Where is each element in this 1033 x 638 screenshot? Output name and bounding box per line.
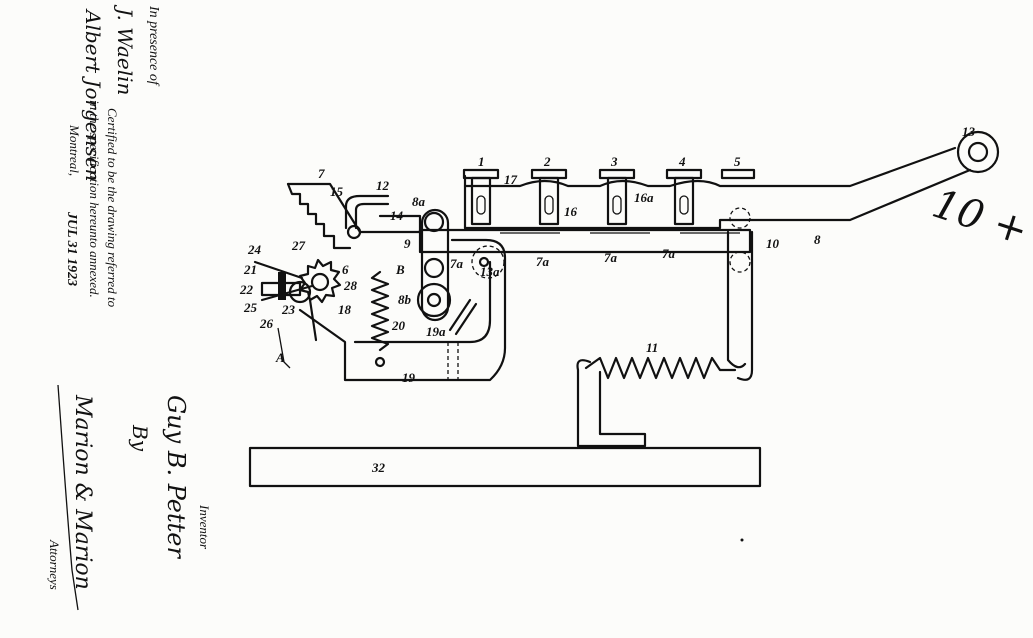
- label-22: 22: [239, 282, 254, 297]
- signature-flourish: [57, 384, 79, 611]
- handwritten-annotation: 10 +: [927, 181, 1033, 255]
- label-7a-4: 7a: [662, 246, 676, 261]
- label-28: 28: [343, 278, 358, 293]
- label-10: 10: [766, 236, 780, 251]
- label-8b: 8b: [398, 292, 412, 307]
- label-13a: 13a: [480, 264, 500, 279]
- label-7: 7: [318, 166, 325, 181]
- witness-signature-1: J. Waelin: [113, 4, 137, 95]
- certificate-place: Montreal,: [67, 124, 82, 176]
- inventor-by: By: [128, 424, 152, 452]
- spring-20: [370, 270, 390, 352]
- label-27: 27: [291, 238, 306, 253]
- certificate-date-stamp: JUL 31 1923: [64, 211, 79, 286]
- label-B: B: [395, 262, 405, 277]
- reference-numerals: 1 2 3 4 5 6 7 8 9 10 11 12 13 14 15 16 1…: [239, 124, 976, 475]
- label-17: 17: [504, 172, 518, 187]
- label-16a: 16a: [634, 190, 654, 205]
- label-26: 26: [259, 316, 274, 331]
- label-7a-3: 7a: [604, 250, 618, 265]
- label-1: 1: [478, 154, 485, 169]
- label-3: 3: [610, 154, 618, 169]
- label-21: 21: [243, 262, 257, 277]
- certificate-block: Certified to be the drawing referred to …: [64, 100, 120, 308]
- label-24: 24: [247, 242, 262, 257]
- base-plate: [248, 446, 762, 488]
- label-18: 18: [338, 302, 352, 317]
- attorneys-signature: Marion & Marion: [70, 394, 95, 590]
- vertical-link: [416, 208, 505, 322]
- key-bar: [462, 146, 972, 230]
- label-2: 2: [543, 154, 551, 169]
- label-19a: 19a: [426, 324, 446, 339]
- pulley-13: [956, 130, 1000, 174]
- label-13: 13: [962, 124, 976, 139]
- label-4: 4: [678, 154, 686, 169]
- label-A: A: [275, 350, 285, 365]
- label-7a-2: 7a: [536, 254, 550, 269]
- label-16: 16: [564, 204, 578, 219]
- witness-signature-2: Albert Jorgensen: [81, 8, 105, 182]
- label-8a: 8a: [412, 194, 426, 209]
- lower-frame-19: [298, 238, 507, 382]
- label-14: 14: [390, 208, 404, 223]
- label-32: 32: [371, 460, 386, 475]
- label-8: 8: [814, 232, 821, 247]
- attorneys-label: Attorneys: [47, 539, 62, 590]
- label-25: 25: [243, 300, 258, 315]
- inventor-name: Guy B. Petter: [162, 395, 190, 559]
- label-5: 5: [734, 154, 741, 169]
- label-7a-1: 7a: [450, 256, 464, 271]
- right-link: [726, 207, 754, 381]
- label-20: 20: [391, 318, 406, 333]
- label-9: 9: [404, 236, 411, 251]
- label-12: 12: [376, 178, 390, 193]
- label-19: 19: [402, 370, 416, 385]
- inventor-label: Inventor: [197, 504, 212, 550]
- witness-heading: In presence of: [146, 5, 161, 87]
- ratchet-wheel: [253, 258, 342, 369]
- inventor-block: Guy B. Petter Inventor By Marion & Mario…: [47, 384, 212, 611]
- left-frame: [286, 182, 422, 250]
- spring-11: [576, 356, 737, 448]
- label-6: 6: [342, 262, 349, 277]
- stray-mark: [740, 538, 744, 542]
- certificate-line-2: in the specification hereunto annexed.: [87, 100, 102, 298]
- label-11: 11: [646, 340, 658, 355]
- label-23: 23: [281, 302, 296, 317]
- label-15: 15: [330, 184, 344, 199]
- witness-block: In presence of J. Waelin Albert Jorgense…: [81, 4, 161, 182]
- certificate-line-1: Certified to be the drawing referred to: [105, 108, 120, 308]
- slide-bar: [418, 228, 752, 254]
